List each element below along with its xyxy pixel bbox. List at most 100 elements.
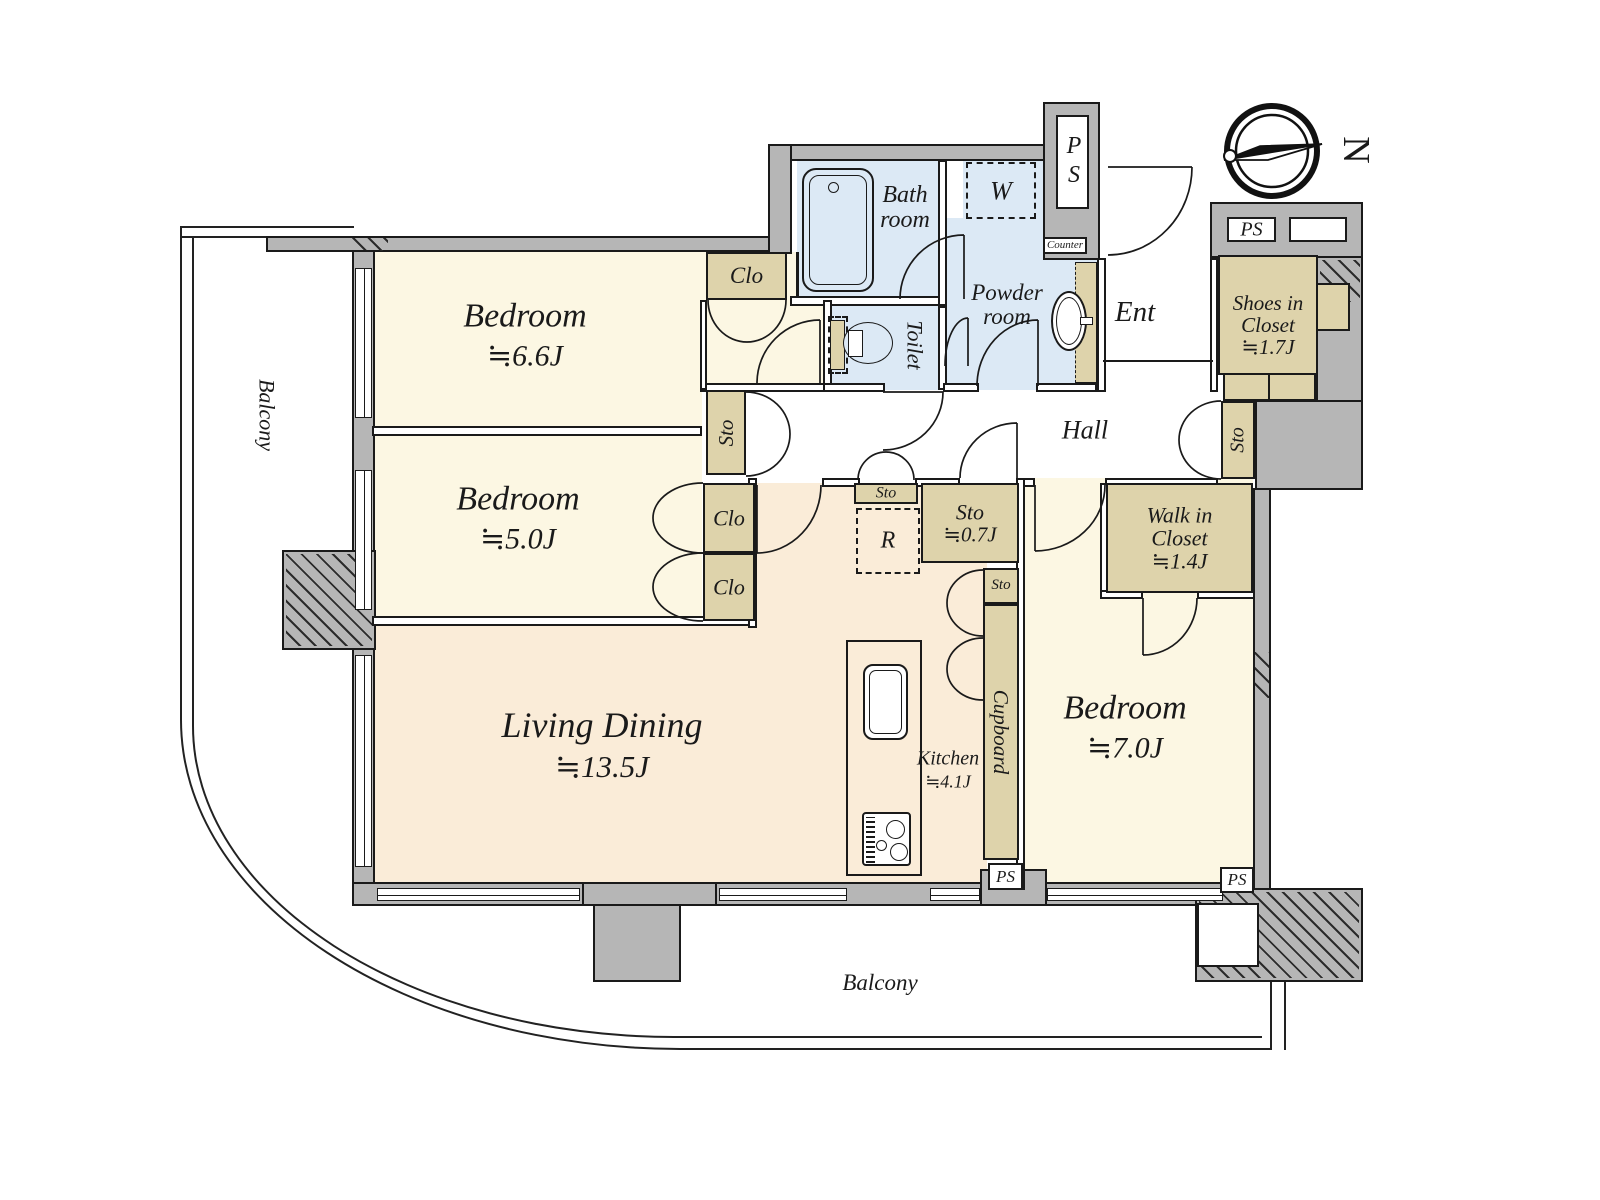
storage-07-room: Sto ≒0.7J [921, 483, 1019, 563]
balcony-outer-line [180, 226, 1272, 1050]
bedroom-70-area: ≒7.0J [1087, 731, 1163, 765]
living-name: Living Dining [501, 704, 703, 745]
closet-bedroom50-1-label: Clo [713, 505, 745, 531]
closet-bedroom66: Clo [706, 252, 787, 300]
wall-top-bedroom [266, 236, 786, 252]
bedroom66-closet-bifold [708, 300, 786, 342]
wall-powder-hall-left [943, 383, 979, 392]
bedroom-66-label: Bedroom ≒6.6J [463, 298, 586, 371]
living-area: ≒13.5J [555, 748, 649, 784]
ps-shaft-topright: PS [1227, 217, 1276, 242]
ps-shaft-bottomright-label: PS [1227, 870, 1247, 890]
wall-bottom-t-block [582, 882, 717, 906]
wic-line2: Closet [1151, 525, 1208, 551]
kitchen-sink-inner [869, 670, 902, 734]
shoes-closet-line2: Closet [1241, 312, 1295, 337]
wall-hall-corridor-left [700, 300, 707, 390]
cupboard: Cupboard [983, 604, 1019, 860]
storage-left-label: Sto [713, 419, 738, 446]
ps-shaft-kitchen: PS [988, 863, 1023, 890]
fridge-place: R [856, 508, 920, 574]
bathtub-icon [802, 168, 874, 292]
fridge-label: R [880, 527, 896, 554]
storage-07-name: Sto [955, 499, 985, 525]
closet-bedroom50-1: Clo [703, 483, 755, 553]
balcony-end-divider [1270, 980, 1286, 1050]
storage-over-fridge: Sto [854, 483, 918, 504]
window-kitchen-bottom [930, 888, 980, 901]
shoes-closet-label: Shoes in Closet ≒1.7J [1233, 292, 1304, 358]
compass-north-label: N [1334, 136, 1377, 164]
storage-left-bifold [746, 392, 790, 476]
window-living-bottom-1 [377, 888, 580, 901]
closet-bedroom50-2: Clo [703, 553, 755, 621]
compass-icon [1223, 103, 1323, 199]
storage-over-fridge-label: Sto [875, 484, 897, 502]
bedroom-50-floor [374, 430, 702, 625]
bottom-right-void [1197, 903, 1259, 967]
bedroom70-door-arc [1035, 485, 1105, 551]
wall-bedroom66-50 [372, 426, 702, 436]
powder-line2: room [983, 304, 1031, 329]
walk-in-closet: Walk in Closet ≒1.4J [1106, 483, 1253, 593]
shoes-closet-line1: Shoes in [1232, 290, 1304, 315]
wall-toilet-hall-left [823, 383, 885, 392]
ent-label: Ent [1114, 295, 1156, 328]
storage-07-area: ≒0.7J [943, 522, 997, 547]
stove-icon [862, 812, 911, 866]
washer-label: W [990, 175, 1012, 205]
powder-line1: Powder [971, 279, 1043, 305]
bedroom-50-name: Bedroom [456, 480, 580, 518]
ps-shaft-top: PS [1056, 115, 1089, 209]
shoes-closet-bottom-divider [1268, 374, 1270, 400]
entrance-door-arc [1108, 167, 1192, 255]
wic-line1: Walk in [1146, 502, 1213, 528]
storage-hall-right-label: Sto [1226, 427, 1249, 453]
bedroom-70-label: Bedroom ≒7.0J [1063, 690, 1186, 763]
wall-bedroom66-bath [796, 252, 799, 298]
window-bedroom66 [355, 268, 372, 418]
ps-shaft-topright-label: PS [1240, 218, 1263, 240]
toilet-label: Toilet [902, 320, 928, 370]
closet-bedroom50-2-label: Clo [713, 574, 745, 600]
storage-small-kitchen-label: Sto [991, 577, 1011, 594]
closet-bedroom66-label: Clo [729, 262, 764, 288]
kitchen-name: Kitchen [916, 747, 980, 770]
ps-shaft-kitchen-label: PS [996, 866, 1015, 886]
washer-alcove-floor [963, 160, 1043, 220]
toilet-service-door-arc [945, 318, 968, 366]
window-bedroom70-bottom [1047, 888, 1223, 901]
shoes-in-closet [1218, 255, 1318, 375]
bath-door-arc [900, 235, 964, 299]
bathtub-drain [828, 182, 839, 193]
washer-place: W [966, 162, 1036, 219]
bath-line1: Bath [882, 181, 928, 208]
wall-hatch-topleft [352, 238, 388, 251]
living-label: Living Dining ≒13.5J [501, 704, 703, 784]
bedroom50-closet-bifold-1 [653, 483, 703, 553]
bedroom-66-floor [374, 252, 702, 435]
storage-hall-right-bifold [1179, 401, 1221, 479]
wic-area: ≒1.4J [1151, 548, 1208, 574]
balcony-left-label: Balcony [254, 378, 280, 452]
wall-bath-left [768, 144, 792, 254]
wall-bath-top [768, 144, 1046, 161]
kitchen-storage-bifold-2 [947, 638, 983, 700]
wall-hall-bottom-1 [822, 478, 860, 487]
stove-burner-1 [886, 820, 905, 839]
wall-bath-powder [938, 160, 947, 306]
toilet-door-arc [883, 392, 943, 450]
ps-shaft-bottomright: PS [1220, 867, 1254, 893]
storage-small-kitchen: Sto [983, 568, 1019, 604]
counter-label: Counter [1046, 238, 1084, 251]
bath-label: Bath room [880, 181, 930, 233]
hall-label: Hall [1061, 415, 1109, 445]
bedroom-66-name: Bedroom [463, 297, 587, 335]
toilet-seat [848, 330, 863, 357]
wic-door-arc [1143, 598, 1197, 655]
ent-step-line [1103, 360, 1213, 362]
storage-hall-right: Sto [1221, 401, 1255, 479]
wall-powder-hall-right [1036, 383, 1097, 392]
shoes-closet-side-box [1316, 283, 1350, 331]
